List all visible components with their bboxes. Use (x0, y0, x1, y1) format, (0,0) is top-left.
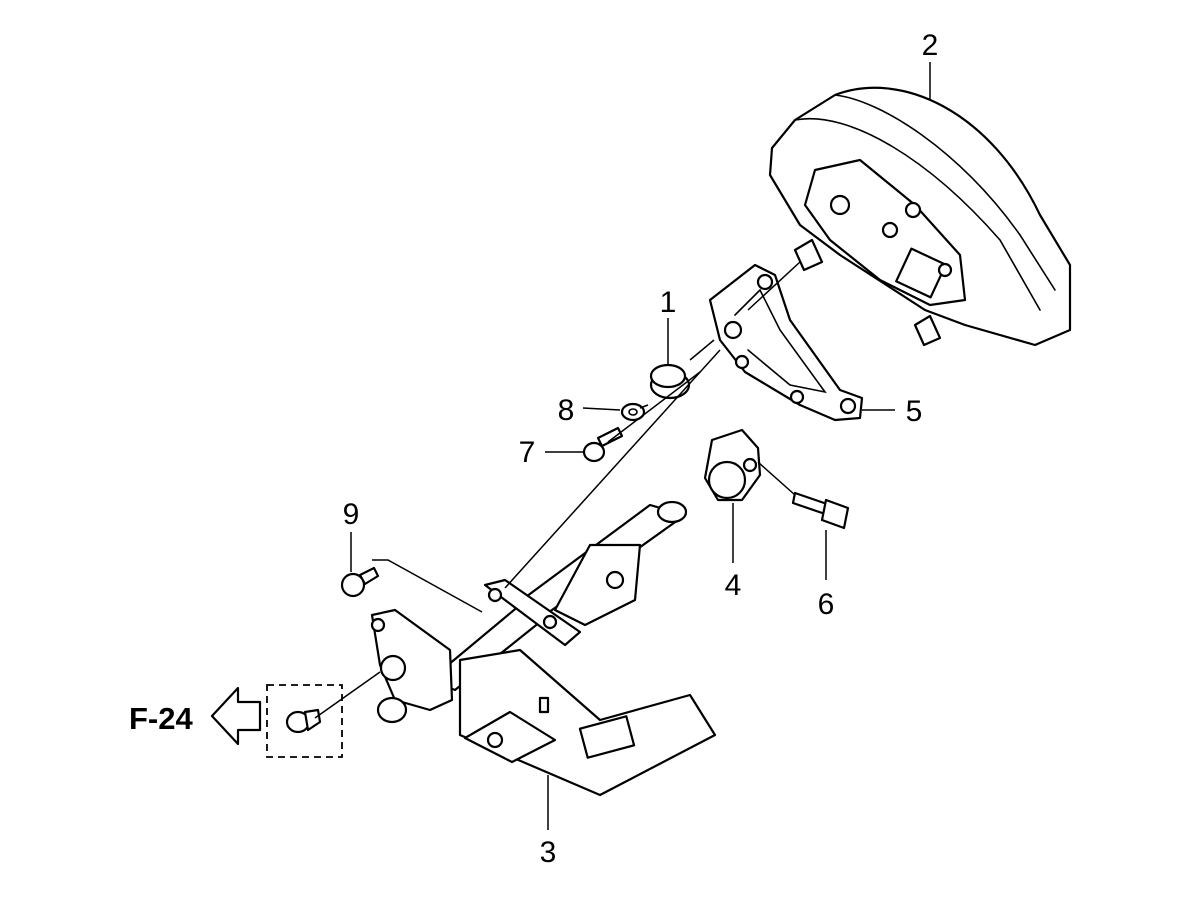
callout-7: 7 (519, 436, 536, 469)
leader-lines (314, 62, 931, 830)
callout-6: 6 (818, 588, 835, 621)
clamp (703, 428, 762, 502)
reference-box (266, 684, 343, 758)
grommet (649, 363, 691, 400)
callout-1: 1 (660, 286, 677, 319)
small-bolt (340, 566, 380, 598)
handle-pipe (370, 500, 717, 797)
callout-9: 9 (343, 498, 360, 531)
callout-3: 3 (540, 836, 557, 869)
page-reference-label: F-24 (129, 701, 194, 736)
washer (620, 402, 646, 422)
callout-2: 2 (922, 29, 939, 62)
page-reference-arrow-icon (210, 686, 262, 746)
callout-5: 5 (906, 395, 923, 428)
tapping-screw (582, 426, 624, 463)
callout-8: 8 (558, 394, 575, 427)
meter-assembly (768, 86, 1072, 347)
bracket-plate (708, 263, 864, 422)
callout-4: 4 (725, 569, 742, 602)
flange-bolt (791, 491, 850, 530)
